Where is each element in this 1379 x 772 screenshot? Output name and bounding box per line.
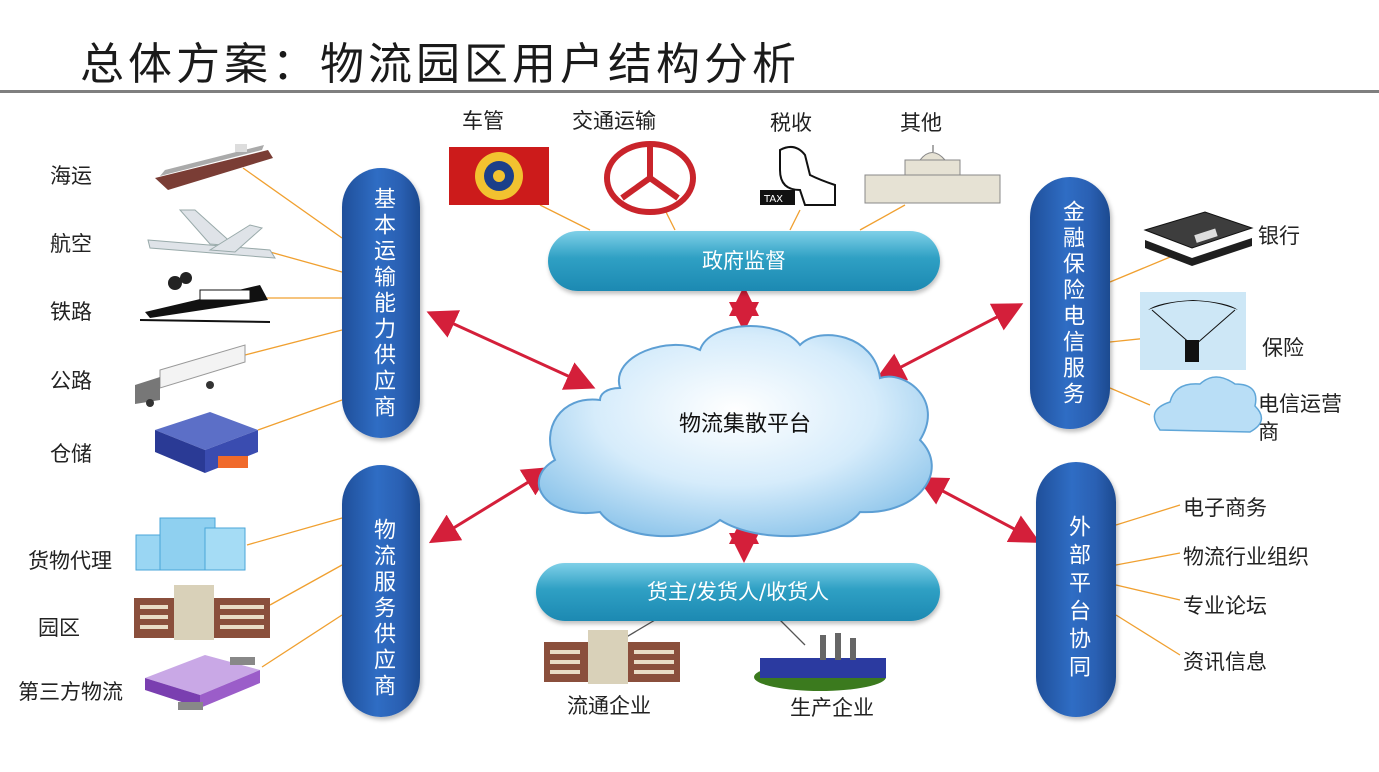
connector-forum: [1115, 584, 1181, 601]
svg-text:TAX: TAX: [763, 194, 783, 205]
finance-service-pill: 金融保险电信服务: [1030, 177, 1110, 429]
train-icon: [139, 272, 271, 323]
title-divider: [0, 90, 1379, 93]
factory-icon: [754, 633, 886, 691]
bank-label: 银行: [1258, 224, 1300, 248]
circulation-enterprise-label: 流通企业: [567, 694, 651, 718]
third-party-logistics-icon: [145, 655, 260, 710]
center-platform-label: 物流集散平台: [678, 412, 811, 437]
logistics-supplier-label: 物流服务供应商: [370, 518, 395, 700]
arrow-logistics: [428, 466, 554, 544]
cargo-owner-pill: 货主/发货人/收货人: [536, 563, 940, 621]
tax-label: 税收: [770, 111, 812, 135]
transport-supplier-pill: 基本运输能力供应商: [342, 168, 420, 438]
office-building-icon: [135, 517, 246, 571]
rail-label: 铁路: [50, 300, 92, 324]
connector-park: [269, 564, 343, 606]
airplane-icon: [147, 209, 276, 259]
sea-label: 海运: [50, 164, 92, 188]
connector-road: [244, 329, 343, 356]
vehicle-mgmt-label: 车管: [462, 109, 504, 133]
transport-emblem-icon: [604, 141, 696, 215]
government-supervision-pill: 政府监督: [548, 231, 940, 291]
connector-ecommerce: [1115, 504, 1181, 526]
connector-sea: [242, 167, 343, 239]
air-label: 航空: [50, 232, 92, 256]
telecom-label-cont: 商: [1258, 420, 1279, 444]
freight-agent-label: 货物代理: [28, 549, 112, 573]
ecommerce-label: 电子商务: [1183, 496, 1267, 520]
park-label: 园区: [38, 616, 80, 640]
arrow-transport: [426, 310, 596, 390]
page-title: 总体方案：物流园区用户结构分析: [80, 39, 800, 90]
news-label: 资讯信息: [1183, 650, 1267, 674]
connector-org: [1115, 552, 1181, 566]
connector-production: [779, 619, 806, 646]
circulation-building-icon: [544, 630, 680, 684]
connector-3pl: [261, 614, 343, 668]
external-platform-pill: 外部平台协同: [1036, 462, 1116, 717]
insurance-label: 保险: [1262, 336, 1304, 360]
money-stack-icon: [1143, 211, 1254, 266]
traffic-transport-label: 交通运输: [572, 109, 656, 133]
production-enterprise-label: 生产企业: [790, 696, 874, 720]
connector-telecom: [1109, 387, 1151, 406]
telecom-label: 电信运营: [1258, 392, 1342, 416]
finance-service-label: 金融保险电信服务: [1059, 200, 1084, 408]
external-platform-label: 外部平台协同: [1065, 515, 1090, 683]
connector-news: [1115, 614, 1181, 656]
connector-bank: [1109, 254, 1176, 283]
connector-tax: [789, 209, 801, 231]
connector-air: [269, 251, 343, 273]
government-building-icon: [864, 145, 1001, 204]
logistics-org-label: 物流行业组织: [1183, 545, 1309, 569]
ship-icon: [155, 144, 273, 190]
park-building-icon: [134, 585, 270, 640]
forum-label: 专业论坛: [1183, 594, 1267, 618]
connector-transport: [664, 209, 676, 231]
third-party-logistics-label: 第三方物流: [18, 680, 123, 704]
connector-warehouse: [257, 399, 343, 431]
arrow-finance: [874, 303, 1024, 381]
logistics-supplier-pill: 物流服务供应商: [342, 465, 420, 717]
arrow-external: [916, 477, 1041, 543]
parachute-icon: [1140, 292, 1246, 370]
police-badge-icon: [449, 147, 549, 205]
tax-icon: TAX: [760, 145, 836, 206]
connector-agent: [246, 517, 343, 546]
road-label: 公路: [50, 369, 92, 393]
transport-supplier-label: 基本运输能力供应商: [370, 187, 395, 421]
other-label: 其他: [900, 111, 942, 135]
truck-icon: [135, 344, 246, 407]
warehouse-icon: [155, 412, 258, 473]
connector-vehicle: [539, 204, 591, 231]
connector-other: [859, 204, 906, 231]
telecom-cloud-icon: [1153, 376, 1263, 433]
warehouse-label: 仓储: [50, 442, 92, 466]
